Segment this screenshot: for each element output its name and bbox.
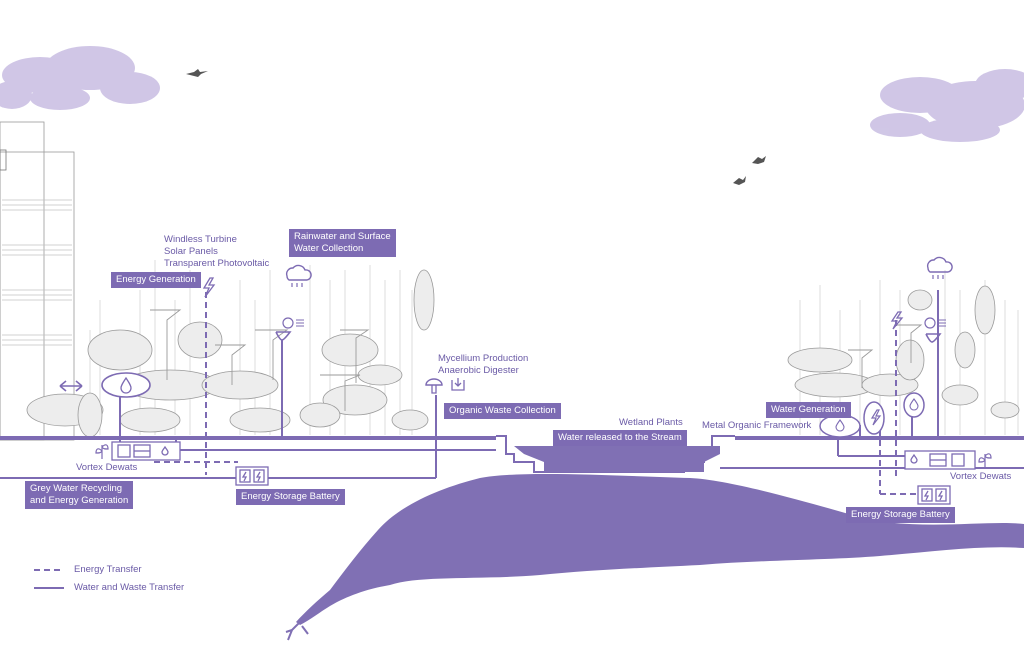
rain-cloud-icon xyxy=(285,264,312,287)
rainwater-line2: Water Collection xyxy=(294,243,364,254)
battery-icon xyxy=(235,466,269,486)
grey-water-line1: Grey Water Recycling xyxy=(30,483,123,494)
grey-water-line2: and Energy Generation xyxy=(30,495,129,506)
dewats-unit-left xyxy=(111,441,181,461)
lightning-icon xyxy=(863,401,885,435)
label-vortex-dewats-right: Vortex Dewats xyxy=(950,471,1012,482)
box-energy-generation: Energy Generation xyxy=(111,272,201,288)
funnel-collector-icon xyxy=(275,317,304,341)
rainwater-line1: Rainwater and Surface xyxy=(294,231,391,242)
rain-cloud-icon xyxy=(926,256,953,279)
box-energy-storage-left: Energy Storage Battery xyxy=(236,489,345,505)
battery-icon xyxy=(917,485,951,505)
cloud-right xyxy=(870,69,1024,142)
water-flow-lines-left xyxy=(0,340,496,479)
label-wetland-plants: Wetland Plants xyxy=(619,417,683,428)
box-rainwater-collection: Rainwater and Surface Water Collection xyxy=(289,229,396,257)
channel-water xyxy=(514,446,720,472)
label-transparent-pv: Transparent Photovoltaic xyxy=(164,258,270,269)
energy-flow-lines-right xyxy=(879,320,918,495)
lightning-icon xyxy=(890,311,904,330)
water-flow-lines-right xyxy=(720,290,1024,469)
label-anaerobic: Anaerobic Digester xyxy=(438,365,519,376)
water-drop-icon xyxy=(903,392,925,418)
label-vortex-dewats-left: Vortex Dewats xyxy=(76,462,138,473)
building-left xyxy=(0,121,75,441)
bird-icon xyxy=(186,69,208,77)
funnel-collector-icon xyxy=(924,317,946,343)
bird-icon xyxy=(752,156,766,164)
stream-water xyxy=(296,473,1024,625)
box-organic-waste: Organic Waste Collection xyxy=(444,403,561,419)
legend-energy-transfer: Energy Transfer xyxy=(74,564,142,575)
label-windless-turbine: Windless Turbine xyxy=(164,234,237,245)
stream-tendril xyxy=(285,621,309,641)
digester-icon xyxy=(451,378,465,391)
water-drop-icon xyxy=(101,372,151,398)
box-water-generation: Water Generation xyxy=(766,402,851,418)
label-mycelium: Mycellium Production xyxy=(438,353,529,364)
box-water-released: Water released to the Stream xyxy=(553,430,687,446)
label-solar-panels: Solar Panels xyxy=(164,246,218,257)
plant-sprout-icon xyxy=(95,444,109,459)
funnel-platforms-right xyxy=(848,324,923,388)
plant-sprout-icon xyxy=(978,453,992,468)
water-drop-icon xyxy=(819,414,861,438)
label-metal-organic: Metal Organic Framework xyxy=(702,420,812,431)
pod-cluster-right xyxy=(787,285,1020,419)
legend-water-waste-transfer: Water and Waste Transfer xyxy=(74,582,185,593)
box-grey-water: Grey Water Recycling and Energy Generati… xyxy=(25,481,134,509)
box-energy-storage-right: Energy Storage Battery xyxy=(846,507,955,523)
funnel-platforms-left xyxy=(150,309,370,411)
double-arrow-icon xyxy=(59,380,83,392)
mushroom-icon xyxy=(425,378,443,394)
cloud-left xyxy=(0,46,160,110)
pod-cluster-left xyxy=(26,269,435,438)
bird-icon xyxy=(733,176,746,185)
dewats-unit-right xyxy=(904,450,976,470)
lightning-icon xyxy=(202,277,216,298)
